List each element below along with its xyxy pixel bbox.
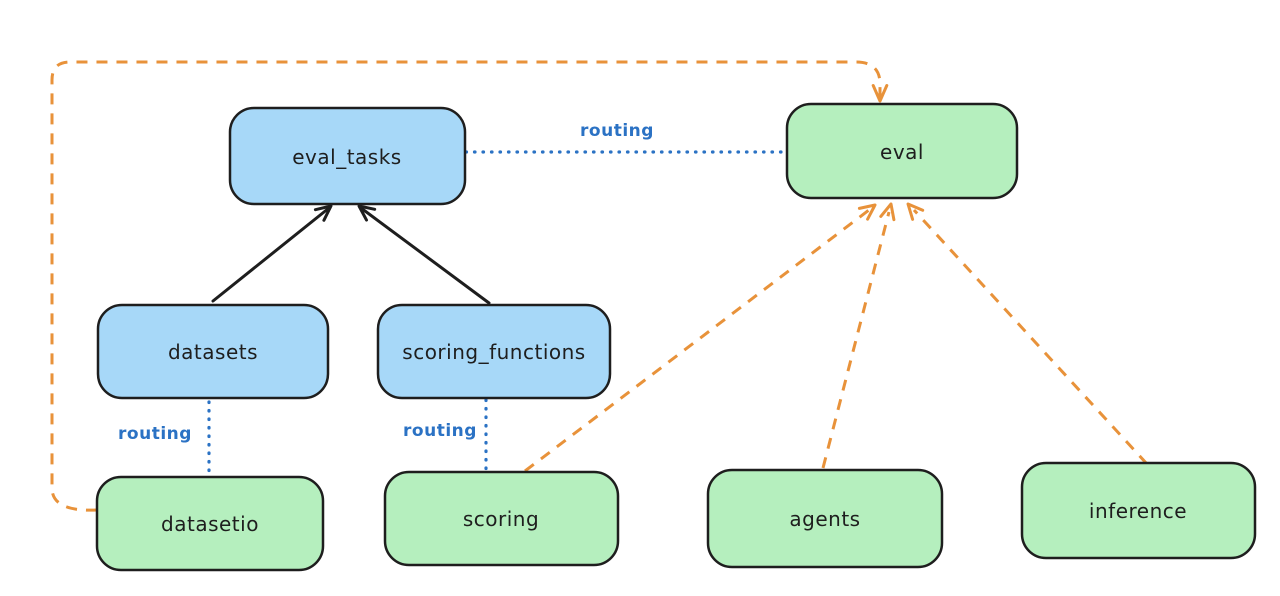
node-label: eval_tasks <box>292 145 401 169</box>
node-box <box>228 106 467 206</box>
edge-line <box>211 206 331 303</box>
node-label: scoring <box>463 507 539 531</box>
node-label: inference <box>1089 499 1187 523</box>
node-eval-tasks: eval_tasks <box>228 106 467 206</box>
edge-scoring-to-eval <box>524 203 877 473</box>
node-box <box>785 102 1019 200</box>
node-label: datasetio <box>161 512 259 536</box>
arrowhead-icon <box>906 202 925 221</box>
arrowhead-icon <box>357 204 377 222</box>
node-box <box>706 468 944 569</box>
arrowhead-icon <box>313 204 333 222</box>
node-box <box>95 475 325 572</box>
node-box <box>376 303 612 400</box>
node-scoring: scoring <box>383 470 620 567</box>
node-datasets: datasets <box>96 303 330 400</box>
edge-datasetio-to-eval <box>50 60 889 512</box>
arrowhead-down-icon <box>871 84 889 103</box>
node-box <box>383 470 620 567</box>
edge-datasets-to-datasetio-routing: routing <box>118 400 211 476</box>
routing-label: routing <box>580 121 654 141</box>
edge-line <box>359 206 491 305</box>
edge-inference-to-eval <box>906 202 1149 466</box>
arrowhead-icon <box>879 202 896 222</box>
node-box <box>96 303 330 400</box>
node-datasetio: datasetio <box>95 475 325 572</box>
edge-line <box>912 208 1149 466</box>
routing-label: routing <box>118 424 192 444</box>
node-eval: eval <box>785 102 1019 200</box>
node-inference: inference <box>1020 461 1257 560</box>
node-box <box>1020 461 1257 560</box>
edge-scoring-functions-to-scoring-routing: routing <box>403 398 488 472</box>
edge-line <box>50 60 882 512</box>
node-agents: agents <box>706 468 944 569</box>
node-label: agents <box>789 507 860 531</box>
node-label: eval <box>880 140 924 164</box>
node-label: scoring_functions <box>402 340 585 364</box>
arrowhead-icon <box>857 203 877 221</box>
edge-agents-to-eval <box>821 202 896 469</box>
node-label: datasets <box>168 340 258 364</box>
edge-scoring-functions-to-eval-tasks <box>357 204 491 305</box>
edge-datasets-to-eval-tasks <box>211 204 333 303</box>
node-scoring-functions: scoring_functions <box>376 303 612 400</box>
edge-line <box>821 211 891 469</box>
routing-label: routing <box>403 421 477 441</box>
edge-eval-tasks-to-eval-routing: routing <box>464 121 788 154</box>
